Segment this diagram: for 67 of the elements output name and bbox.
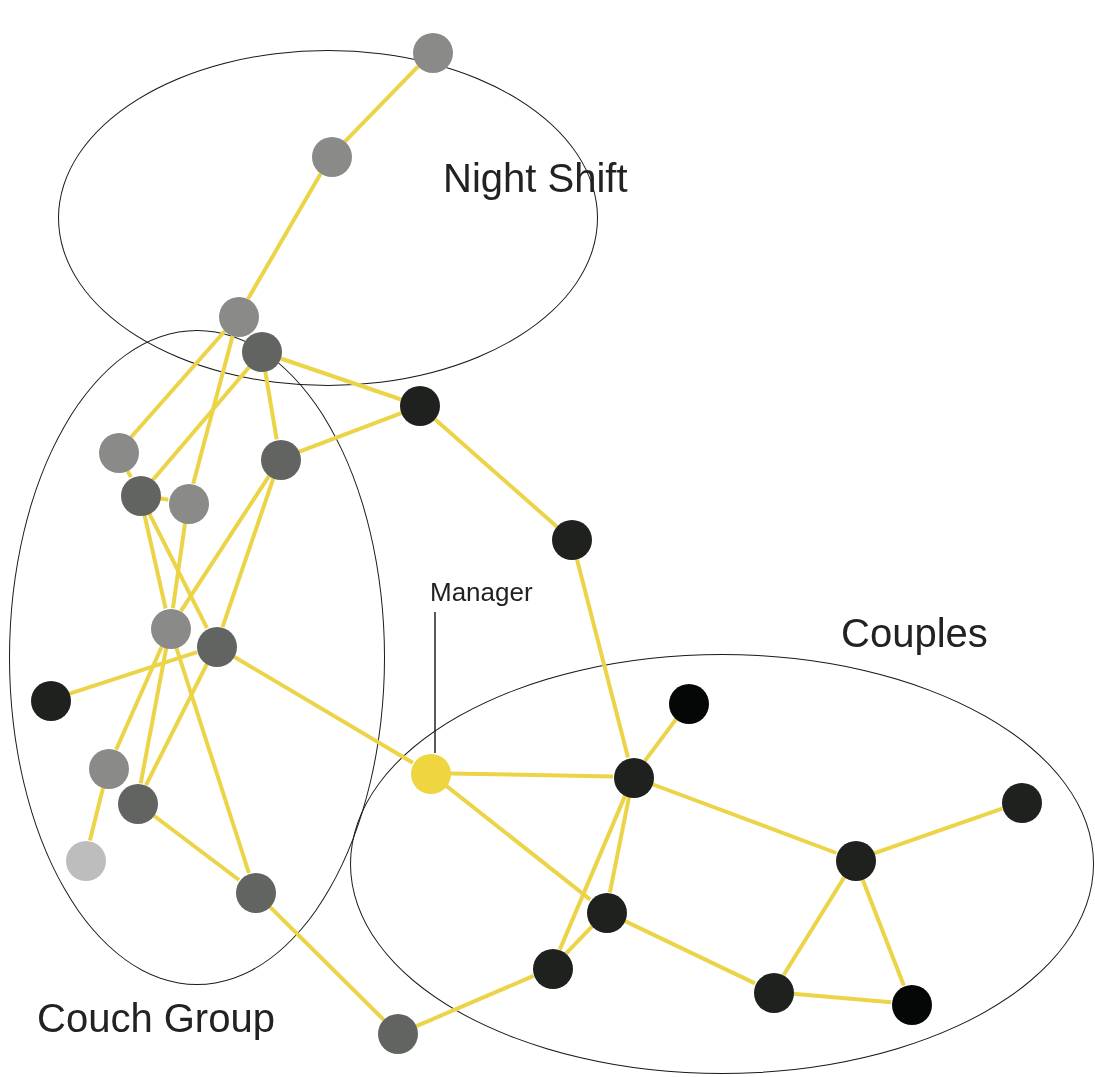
connection-line <box>792 991 892 1005</box>
network-node <box>411 754 451 794</box>
connection-line <box>860 877 906 987</box>
connection-line <box>68 650 198 696</box>
connection-line <box>267 904 386 1022</box>
network-node <box>533 949 573 989</box>
network-node <box>242 332 282 372</box>
network-node <box>892 985 932 1025</box>
network-node <box>118 784 158 824</box>
connection-line <box>232 654 414 765</box>
connection-line <box>144 663 209 786</box>
network-node <box>614 758 654 798</box>
connection-line <box>114 645 164 751</box>
network-node <box>261 440 301 480</box>
network-node <box>121 476 161 516</box>
network-node <box>1002 783 1042 823</box>
network-node <box>669 684 709 724</box>
network-node <box>197 627 237 667</box>
connection-line <box>575 558 630 759</box>
network-node <box>169 484 209 524</box>
connection-line <box>138 647 169 784</box>
connection-line <box>623 918 756 986</box>
connection-line <box>142 514 168 609</box>
connection-line <box>147 512 209 629</box>
node-label: Manager <box>430 579 533 605</box>
network-node <box>754 973 794 1013</box>
network-node <box>151 609 191 649</box>
connection-line <box>220 477 276 628</box>
connection-line <box>87 786 106 842</box>
leader-line <box>434 611 436 754</box>
connection-line <box>263 371 279 440</box>
network-node <box>312 137 352 177</box>
connection-line <box>415 974 535 1028</box>
connection-line <box>449 771 614 779</box>
connection-line <box>444 783 592 902</box>
connection-line <box>564 925 594 955</box>
connection-line <box>246 172 323 300</box>
connection-line <box>129 329 227 439</box>
connection-line <box>557 794 628 951</box>
connection-line <box>280 356 402 402</box>
network-node <box>587 893 627 933</box>
connection-line <box>343 64 420 144</box>
network-node <box>89 749 129 789</box>
network-node <box>66 841 106 881</box>
connection-line <box>781 875 847 977</box>
connection-line <box>873 806 1003 856</box>
connection-line <box>170 522 188 609</box>
connection-line <box>174 646 251 874</box>
connection-line <box>179 474 271 613</box>
connection-line <box>643 717 678 763</box>
network-node <box>413 33 453 73</box>
network-node <box>552 520 592 560</box>
connection-line <box>607 796 632 893</box>
connection-line <box>191 334 235 485</box>
network-node <box>31 681 71 721</box>
group-label: Couch Group <box>37 998 275 1038</box>
connection-line <box>433 417 559 529</box>
network-node <box>219 297 259 337</box>
connection-line <box>651 782 837 855</box>
network-node <box>400 386 440 426</box>
network-node <box>836 841 876 881</box>
network-node <box>99 433 139 473</box>
group-label: Couples <box>841 613 988 653</box>
connection-line <box>298 411 402 454</box>
connection-line <box>151 813 241 882</box>
network-node <box>236 873 276 913</box>
connection-line <box>151 365 251 482</box>
